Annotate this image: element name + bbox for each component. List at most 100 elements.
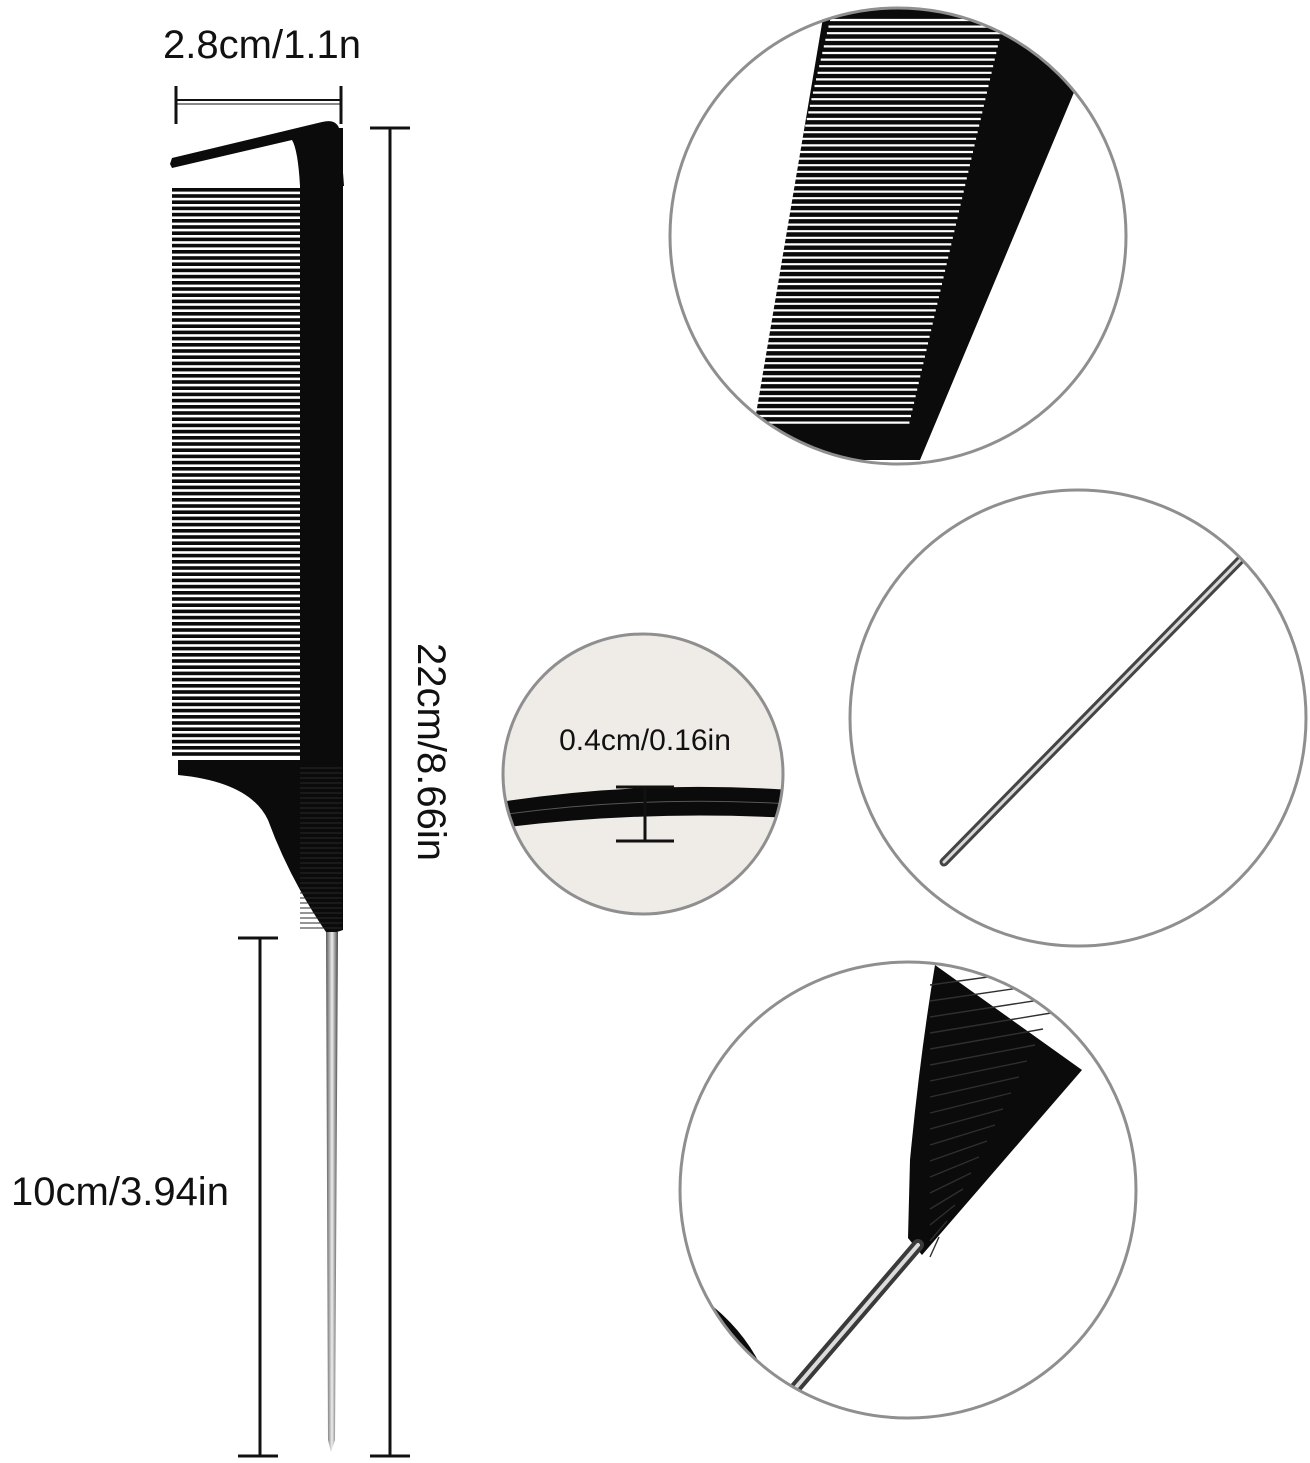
- comb-tooth: [172, 429, 302, 434]
- comb-tooth: [172, 442, 302, 446]
- comb-tooth: [172, 262, 302, 266]
- comb-tooth: [172, 510, 302, 514]
- comb-tooth: [172, 336, 302, 341]
- comb-tooth: [172, 591, 302, 595]
- comb-tooth: [172, 715, 302, 719]
- comb-tooth: [172, 597, 302, 601]
- comb-tooth: [172, 553, 302, 558]
- comb-tooth: [172, 250, 302, 254]
- pin-length-label: 10cm/3.94in: [11, 1170, 229, 1214]
- pin-tip-closeup-border: [848, 488, 1308, 948]
- comb-tooth: [172, 268, 302, 273]
- closeup-tail-ridge: [929, 1076, 1020, 1098]
- comb-tooth: [172, 219, 302, 223]
- comb-tooth: [172, 665, 302, 669]
- comb-tooth: [172, 206, 302, 211]
- comb-tooth: [172, 312, 302, 316]
- comb-tooth: [172, 467, 302, 471]
- metal-pin: [326, 932, 338, 1452]
- comb-tooth: [172, 560, 302, 564]
- comb-tooth: [172, 417, 302, 421]
- total-length-dimension: 22cm/8.66in: [370, 126, 453, 1458]
- comb-tooth: [172, 572, 302, 576]
- comb-tooth: [172, 615, 302, 620]
- comb-tooth: [172, 690, 302, 694]
- comb-tooth: [172, 541, 302, 545]
- comb-tooth: [172, 411, 302, 415]
- comb-tooth: [172, 739, 302, 744]
- comb-tooth: [172, 405, 302, 409]
- comb-tooth: [172, 566, 302, 570]
- comb-tooth: [172, 708, 302, 713]
- comb-tooth: [172, 256, 302, 260]
- comb-tooth: [172, 299, 302, 304]
- closeup-tail: [908, 965, 1082, 1255]
- comb-tooth: [172, 188, 302, 192]
- comb-tooth: [172, 330, 302, 335]
- closeup-tail-ridge: [929, 1028, 1044, 1050]
- closeup-tail-ridge: [929, 1124, 996, 1146]
- comb-tooth: [172, 628, 302, 632]
- closeup-tail-ridge: [929, 1092, 1012, 1114]
- closeup-tail-ridge: [929, 1188, 964, 1210]
- comb-tooth: [172, 473, 302, 477]
- comb-tooth: [172, 243, 302, 248]
- comb-illustration: [170, 121, 344, 1452]
- closeup-tail-ridge: [929, 1172, 972, 1194]
- comb-tooth: [172, 479, 302, 483]
- comb-tooth: [172, 498, 302, 502]
- closeup-tail-ridge: [929, 1108, 1004, 1130]
- comb-tooth: [172, 380, 302, 384]
- comb-tail: [178, 760, 343, 935]
- comb-tooth: [172, 547, 302, 552]
- comb-tooth: [172, 231, 302, 235]
- comb-tooth: [172, 746, 302, 750]
- comb-tooth: [172, 423, 302, 428]
- comb-spine: [300, 128, 343, 768]
- comb-tooth: [172, 305, 302, 310]
- thickness-circle-fill: [503, 634, 783, 914]
- comb-tooth: [172, 237, 302, 242]
- comb-tooth: [172, 646, 302, 651]
- comb-tooth: [172, 212, 302, 217]
- comb-tooth: [172, 436, 302, 440]
- comb-tooth: [172, 696, 302, 700]
- comb-tooth: [172, 721, 302, 725]
- comb-tooth: [172, 504, 302, 508]
- thickness-label: 0.4cm/0.16in: [559, 724, 731, 757]
- total-length-label: 22cm/8.66in: [409, 643, 453, 861]
- comb-tooth: [172, 374, 302, 378]
- teeth-closeup-view: [668, 6, 1128, 466]
- closeup-tail-ridge: [929, 1220, 948, 1242]
- comb-tooth: [172, 640, 302, 645]
- thickness-closeup-border: [501, 632, 785, 916]
- closeup-teeth: [735, 18, 1004, 424]
- comb-tooth: [172, 671, 302, 676]
- comb-tooth: [172, 634, 302, 638]
- comb-tooth: [172, 200, 302, 204]
- tail-ridges: [300, 767, 342, 929]
- comb-tooth: [172, 392, 302, 397]
- comb-tooth: [172, 194, 302, 198]
- comb-tooth: [172, 622, 302, 626]
- comb-tooth: [172, 529, 302, 533]
- comb-tooth: [172, 448, 302, 452]
- comb-tooth: [172, 522, 302, 527]
- width-label: 2.8cm/1.1n: [163, 23, 361, 67]
- comb-tooth: [172, 281, 302, 285]
- comb-tooth: [172, 677, 302, 682]
- comb-tooth: [172, 398, 302, 403]
- tail-to-pin-closeup-view: [678, 960, 1138, 1420]
- comb-tooth: [172, 460, 302, 465]
- comb-tooth: [172, 225, 302, 229]
- comb-tooth: [172, 491, 302, 496]
- closeup-comb-body: [755, 8, 1080, 460]
- comb-tooth: [172, 603, 302, 607]
- comb-tooth: [172, 659, 302, 663]
- comb-tooth: [172, 349, 302, 353]
- teeth-closeup-border: [668, 6, 1128, 466]
- comb-tooth: [172, 274, 302, 279]
- comb-tooth: [172, 578, 302, 583]
- comb-tooth: [172, 343, 302, 347]
